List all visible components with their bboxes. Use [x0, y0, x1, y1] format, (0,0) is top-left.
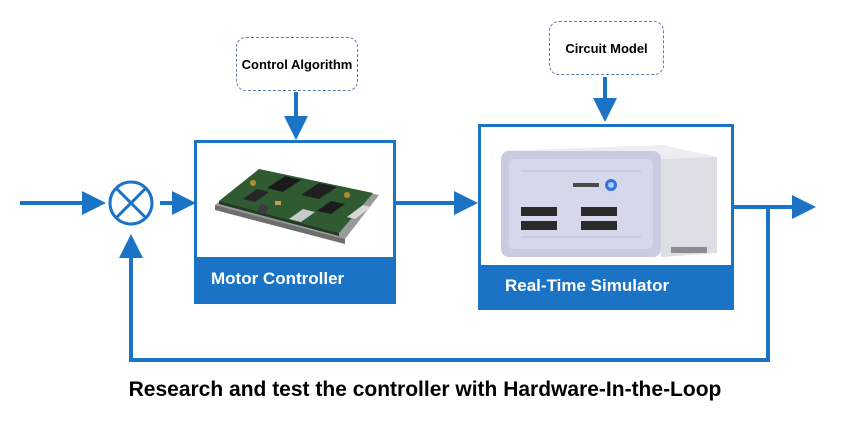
motor-controller-label: Motor Controller	[211, 269, 345, 288]
circuit-model-label: Circuit Model	[565, 40, 648, 56]
real-time-simulator-label: Real-Time Simulator	[505, 276, 670, 295]
real-time-simulator-block: Real-Time Simulator	[478, 124, 734, 310]
circuit-model-box: Circuit Model	[549, 21, 664, 75]
real-time-simulator-device-icon	[501, 145, 717, 257]
real-time-simulator-label-bar: Real-Time Simulator	[481, 265, 731, 307]
control-algorithm-box: Control Algorithm	[236, 37, 358, 91]
motor-controller-block: Motor Controller	[194, 140, 396, 304]
control-algorithm-label: Control Algorithm	[241, 56, 353, 72]
motor-controller-board-icon	[215, 169, 379, 244]
feedback-path	[119, 207, 770, 362]
summing-junction-icon	[108, 180, 154, 226]
motor-controller-label-bar: Motor Controller	[197, 257, 393, 301]
diagram-caption: Research and test the controller with Ha…	[128, 378, 722, 401]
